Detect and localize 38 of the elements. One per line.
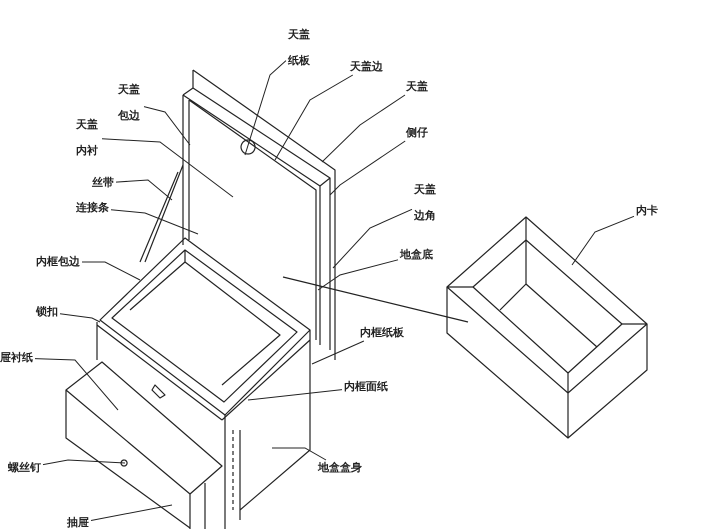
part-label: 内卡 [636, 204, 658, 218]
leader-line [272, 448, 326, 460]
leader-line [144, 106, 190, 146]
leader-line [332, 208, 412, 268]
part-label: 天盖包边 [118, 77, 142, 129]
part-label: 地盒盒身 [318, 461, 362, 475]
leader-line [244, 60, 286, 156]
part-label: 天盖边角 [414, 177, 438, 229]
part-label: 螺丝钉 [8, 461, 41, 475]
part-label: 地盒底 [400, 248, 433, 262]
leader-line [318, 259, 398, 290]
part-label: 天盖内衬 [76, 112, 100, 164]
part-label: 抽屉 [67, 516, 89, 529]
part-label: 天盖 [406, 80, 428, 94]
part-label: 丝带 [92, 176, 114, 190]
part-label: 内框面纸 [344, 380, 388, 394]
leader-line [248, 389, 342, 400]
leader-line [34, 358, 118, 410]
leader-line [330, 140, 406, 196]
leader-line [102, 138, 234, 198]
leader-line [82, 262, 140, 280]
part-label: 天盖纸板 [288, 22, 312, 74]
part-label: 连接条 [76, 201, 109, 215]
leader-line [60, 313, 100, 322]
leader-line [322, 94, 406, 162]
leader-line [116, 179, 172, 200]
part-label: 屉衬纸 [0, 351, 33, 365]
part-label: 内框包边 [36, 255, 80, 269]
part-label: 内框纸板 [360, 326, 404, 340]
part-label: 锁扣 [36, 305, 58, 319]
leader-line [90, 504, 172, 521]
leader-line [572, 216, 634, 266]
leader-line [274, 74, 354, 160]
part-label: 侧仔 [406, 126, 428, 140]
leader-line [42, 460, 126, 466]
leader-line [312, 340, 364, 364]
part-label: 天盖边 [350, 60, 383, 74]
leader-line [110, 209, 198, 234]
